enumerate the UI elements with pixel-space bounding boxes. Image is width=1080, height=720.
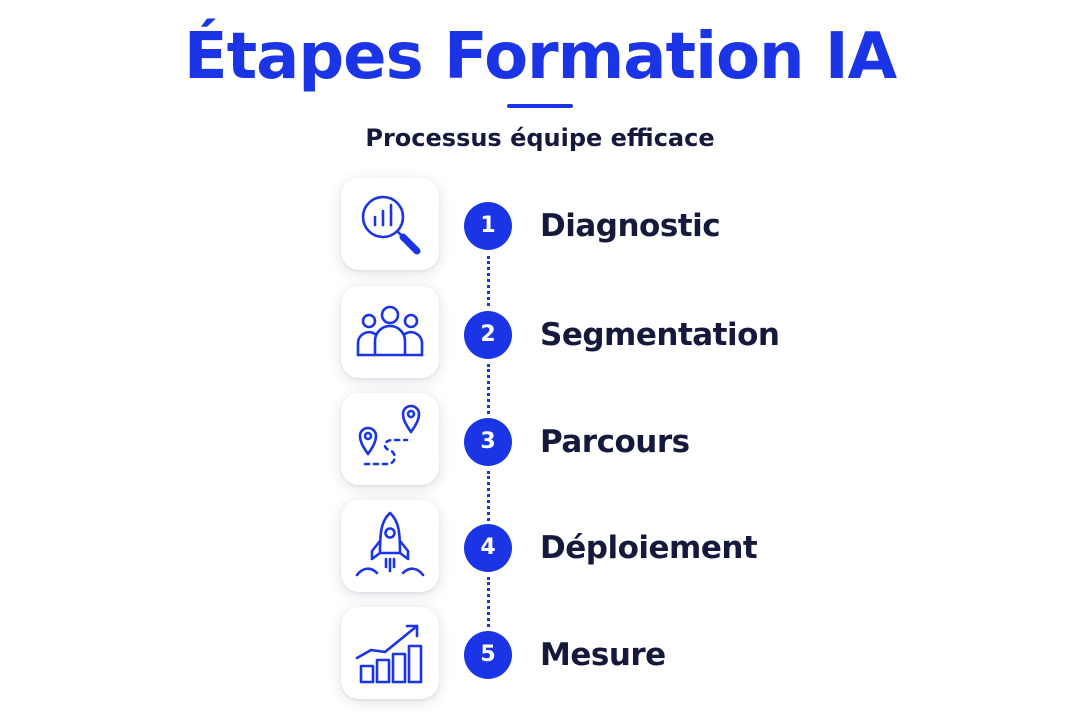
step-5-icon-card	[341, 607, 439, 699]
step-4-label: Déploiement	[540, 530, 758, 566]
step-2-icon-card	[341, 286, 439, 378]
title-underline	[507, 104, 573, 108]
page-subtitle: Processus équipe efficace	[365, 124, 715, 152]
step-1-icon-card	[341, 178, 439, 270]
step-1-number-badge: 1	[464, 202, 512, 250]
step-4-number-badge: 4	[464, 524, 512, 572]
step-connector	[487, 577, 490, 627]
step-1-label: Diagnostic	[540, 208, 721, 244]
step-4-icon-card	[341, 500, 439, 592]
step-2-label: Segmentation	[540, 317, 780, 353]
step-3-number-badge: 3	[464, 418, 512, 466]
step-connector	[487, 471, 490, 521]
step-3-label: Parcours	[540, 424, 690, 460]
step-3-icon-card	[341, 393, 439, 485]
magnifier-chart-icon	[361, 195, 421, 255]
page-title: Étapes Formation IA	[183, 20, 897, 94]
group-people-icon	[356, 305, 424, 357]
rocket-icon	[355, 511, 425, 577]
route-pins-icon	[358, 404, 421, 466]
growth-chart-icon	[355, 624, 423, 684]
step-5-label: Mesure	[540, 637, 666, 673]
step-5-number-badge: 5	[464, 631, 512, 679]
step-connector	[487, 364, 490, 414]
step-2-number-badge: 2	[464, 311, 512, 359]
step-connector	[487, 256, 490, 306]
